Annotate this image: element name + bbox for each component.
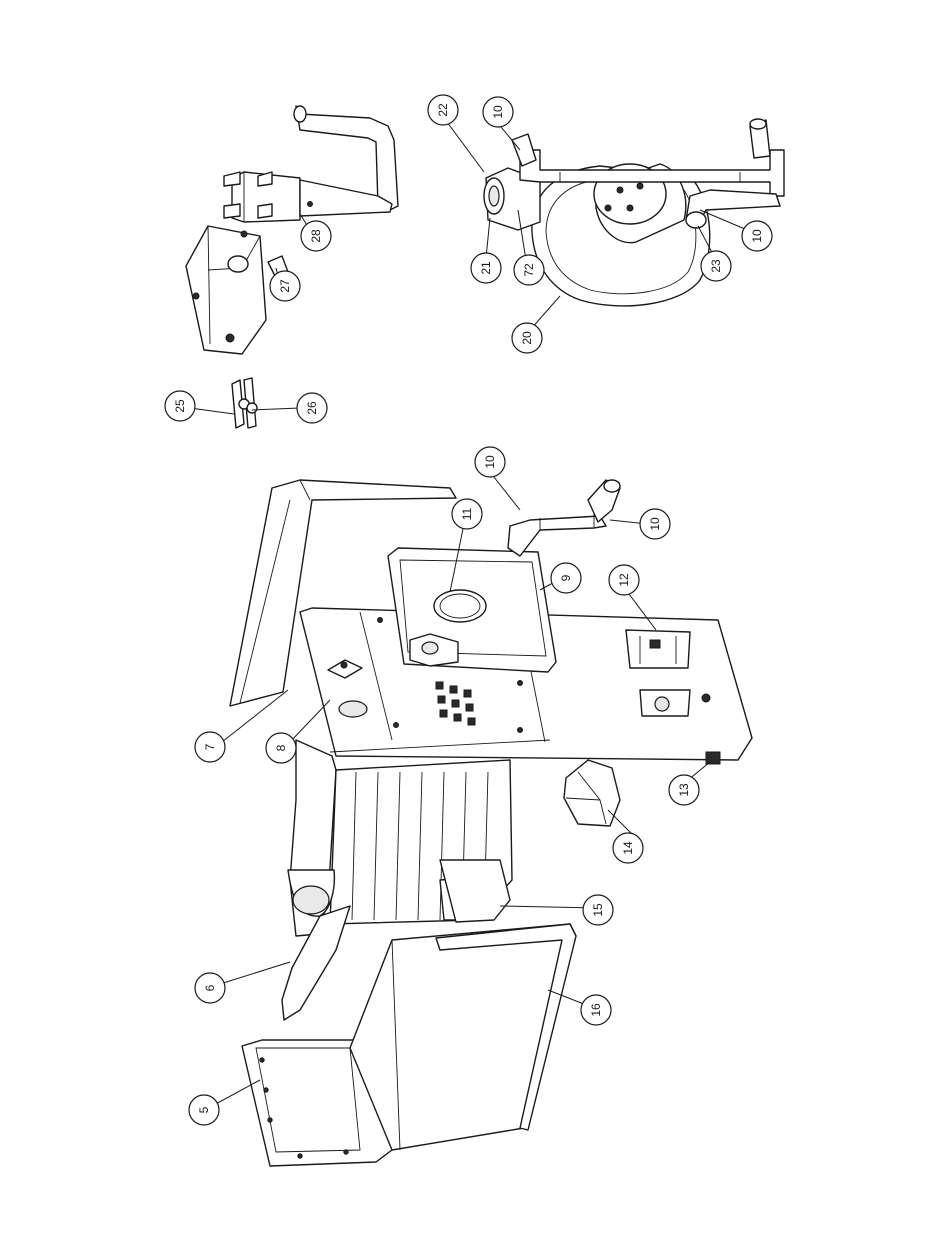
svg-text:12: 12: [617, 573, 631, 587]
svg-text:15: 15: [591, 903, 605, 917]
svg-text:22: 22: [436, 103, 450, 117]
svg-text:28: 28: [309, 229, 323, 243]
svg-text:10: 10: [750, 229, 764, 243]
svg-text:8: 8: [274, 744, 288, 751]
callout-28: 28: [301, 221, 331, 251]
burner-box: [388, 548, 556, 672]
vent-pipe-assembly: [508, 480, 620, 556]
callout-8: 8: [266, 733, 296, 763]
svg-text:26: 26: [305, 401, 319, 415]
callout-23: 23: [701, 251, 731, 281]
callout-5: 5: [189, 1095, 219, 1125]
power-switch: [706, 752, 720, 764]
callout-7: 7: [195, 732, 225, 762]
main-assembly: [230, 480, 752, 1166]
svg-text:6: 6: [203, 984, 217, 991]
callout-10-main-top: 10: [475, 447, 505, 477]
callout-10-inducer-top: 10: [483, 97, 513, 127]
burner-gasket: [434, 590, 486, 622]
callout-27: 27: [270, 271, 300, 301]
svg-text:20: 20: [520, 331, 534, 345]
svg-text:27: 27: [278, 279, 292, 293]
svg-text:10: 10: [483, 455, 497, 469]
callout-10-main-right: 10: [640, 509, 670, 539]
callout-16: 16: [581, 995, 611, 1025]
callout-20: 20: [512, 323, 542, 353]
callout-25: 25: [165, 391, 195, 421]
callout-12: 12: [609, 565, 639, 595]
callout-14: 14: [613, 833, 643, 863]
svg-text:10: 10: [648, 517, 662, 531]
svg-text:5: 5: [197, 1106, 211, 1113]
callout-72: 72: [514, 255, 544, 285]
flue-collector: [282, 906, 350, 1020]
svg-text:25: 25: [173, 399, 187, 413]
callout-11: 11: [452, 499, 482, 529]
igniter-assembly: [232, 378, 257, 428]
svg-text:16: 16: [589, 1003, 603, 1017]
svg-text:23: 23: [709, 259, 723, 273]
callout-21: 21: [471, 253, 501, 283]
svg-text:21: 21: [479, 261, 493, 275]
svg-text:10: 10: [491, 105, 505, 119]
svg-text:72: 72: [522, 263, 536, 277]
svg-text:14: 14: [621, 841, 635, 855]
callout-9: 9: [551, 563, 581, 593]
svg-text:9: 9: [559, 574, 573, 581]
svg-text:13: 13: [677, 783, 691, 797]
callout-15: 15: [583, 895, 613, 925]
u-pipe-bracket: [224, 106, 398, 222]
svg-text:11: 11: [460, 507, 474, 520]
transformer: [564, 760, 620, 826]
callout-6: 6: [195, 973, 225, 1003]
gas-valve-bracket: [626, 630, 690, 668]
callout-26: 26: [297, 393, 327, 423]
callout-10-inducer-right: 10: [742, 221, 772, 251]
callout-22: 22: [428, 95, 458, 125]
callout-13: 13: [669, 775, 699, 805]
svg-text:7: 7: [203, 743, 217, 750]
